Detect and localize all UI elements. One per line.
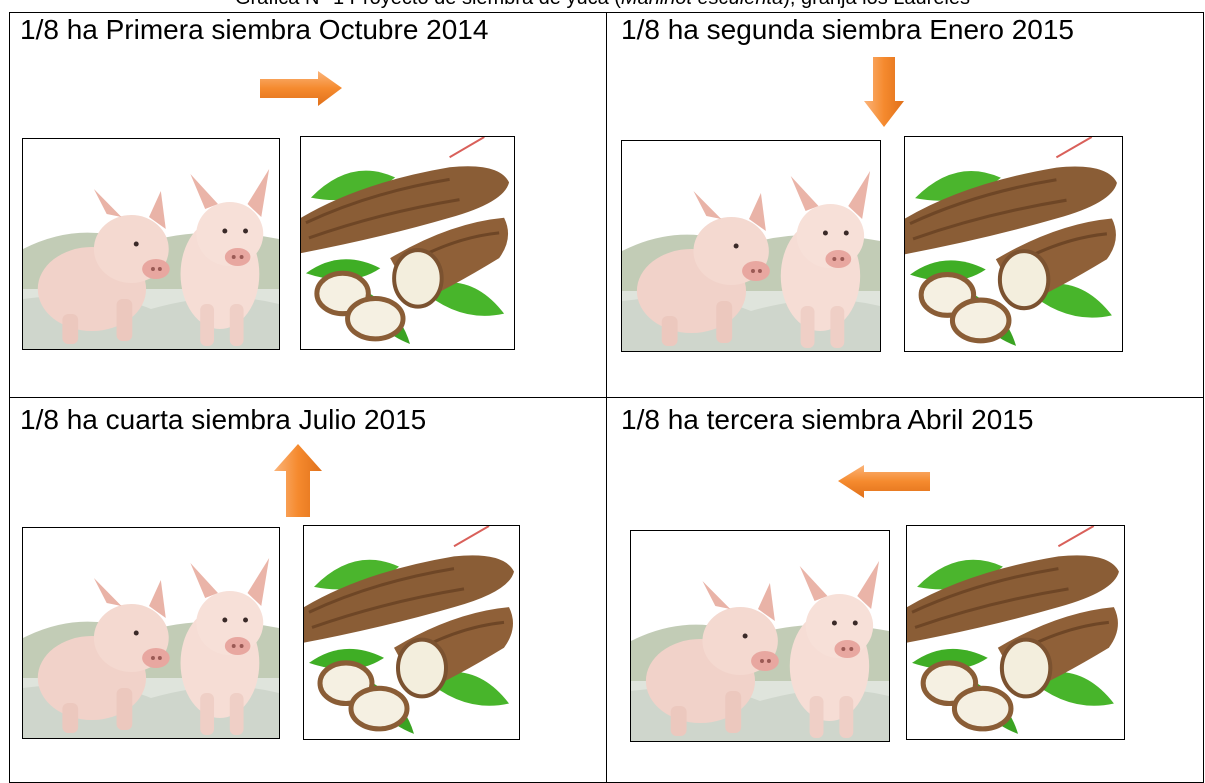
arrow-left-icon xyxy=(838,465,930,498)
cell-title-first-sowing: 1/8 ha Primera siembra Octubre 2014 xyxy=(20,14,489,45)
pigs-photo xyxy=(22,138,280,350)
caption-prefix: Gráfica N° 1 Proyecto de siembra de yuca… xyxy=(235,0,621,9)
caption-scientific-name: Manihot esculenta xyxy=(621,0,783,9)
figure-caption: Gráfica N° 1 Proyecto de siembra de yuca… xyxy=(0,0,1205,9)
caption-suffix: ), granja los Laureles xyxy=(783,0,970,9)
cell-title-second-sowing: 1/8 ha segunda siembra Enero 2015 xyxy=(621,14,1074,45)
cell-title-fourth-sowing: 1/8 ha cuarta siembra Julio 2015 xyxy=(20,404,427,435)
arrow-up-icon xyxy=(274,444,322,517)
cassava-photo xyxy=(904,136,1123,352)
cassava-photo xyxy=(303,525,520,740)
pigs-photo xyxy=(621,140,881,352)
arrow-down-icon xyxy=(864,57,904,127)
table-horizontal-divider xyxy=(9,397,1204,398)
arrow-right-icon xyxy=(260,71,342,106)
cassava-photo xyxy=(300,136,515,350)
pigs-photo xyxy=(22,527,280,739)
cell-title-third-sowing: 1/8 ha tercera siembra Abril 2015 xyxy=(621,404,1034,435)
cassava-photo xyxy=(906,525,1125,740)
pigs-photo xyxy=(630,530,890,742)
